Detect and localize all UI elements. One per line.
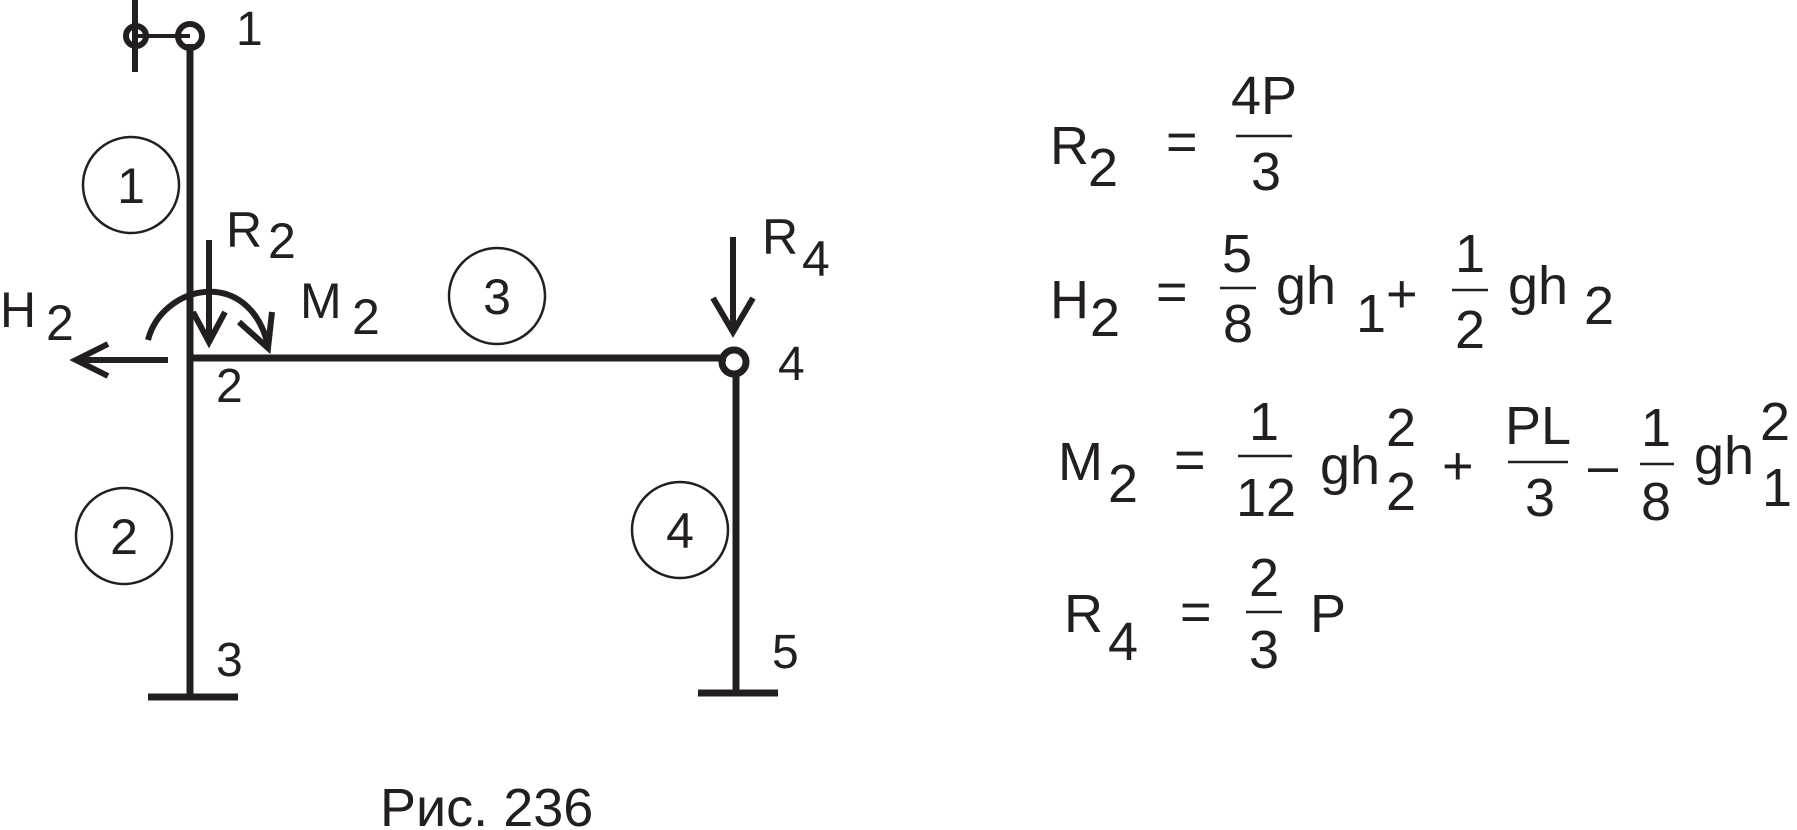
- formula-m2-f1-den: 12: [1236, 468, 1296, 528]
- formula-r4: R 4 = 2 3 P: [1064, 548, 1346, 680]
- member-label-3: 3: [483, 269, 511, 325]
- formula-r4-den: 3: [1249, 620, 1279, 680]
- formula-m2-f2-num: PL: [1505, 396, 1571, 456]
- formula-h2-lhs: H: [1050, 270, 1089, 330]
- formula-m2-f1-num: 1: [1249, 392, 1279, 452]
- formula-h2-f1-den: 8: [1223, 294, 1253, 354]
- node-label-4: 4: [778, 338, 805, 391]
- formula-r2-eq: =: [1166, 112, 1198, 172]
- force-arrow-r4: [710, 237, 756, 338]
- formula-h2: H 2 = 5 8 gh 1 + 1 2 gh 2: [1050, 224, 1614, 360]
- formula-m2-f2-den: 3: [1525, 468, 1555, 528]
- formula-m2-f3-num: 1: [1641, 398, 1671, 458]
- load-label-r2: R 2: [226, 202, 296, 269]
- load-label-m2: M 2: [300, 273, 380, 345]
- force-arrow-h2: [69, 341, 168, 379]
- formula-h2-t2: gh: [1508, 256, 1568, 316]
- member-label-1: 1: [117, 158, 145, 214]
- formula-r2-lhs-sub: 2: [1088, 138, 1118, 198]
- formula-h2-t1-sub: 1: [1356, 284, 1386, 344]
- formula-h2-plus: +: [1386, 264, 1418, 324]
- formula-h2-t1: gh: [1276, 256, 1336, 316]
- formula-h2-f2-num: 1: [1455, 224, 1485, 284]
- node-label-3: 3: [216, 634, 243, 687]
- formula-h2-eq: =: [1156, 262, 1188, 322]
- formula-r4-tail: P: [1310, 584, 1346, 644]
- member-marker-3: 3: [447, 246, 547, 346]
- svg-text:2: 2: [46, 295, 74, 351]
- formula-r4-eq: =: [1180, 582, 1212, 642]
- formula-r4-lhs-sub: 4: [1108, 612, 1138, 672]
- formula-m2-lhs: M: [1058, 432, 1103, 492]
- formula-r2-num: 4P: [1231, 66, 1297, 126]
- load-label-h2: H 2: [0, 282, 74, 351]
- frame-scheme: 1 2 3 4 1 2 3 4 5 R 2: [0, 0, 830, 701]
- formula-r4-num: 2: [1249, 548, 1279, 608]
- hinge-node-4: [718, 346, 750, 378]
- svg-text:R: R: [226, 202, 262, 258]
- load-label-r4: R 4: [762, 209, 830, 287]
- svg-text:4: 4: [802, 231, 830, 287]
- formula-m2-t1: gh: [1320, 436, 1380, 496]
- figure-caption: Рис. 236: [380, 778, 593, 830]
- formula-h2-f2-den: 2: [1455, 300, 1485, 360]
- formula-h2-t2-sub: 2: [1584, 276, 1614, 336]
- formula-r2-den: 3: [1251, 142, 1281, 202]
- formula-m2-t1-sup: 2: [1386, 398, 1416, 458]
- svg-text:R: R: [762, 209, 798, 265]
- member-marker-1: 1: [81, 135, 181, 235]
- formula-m2: M 2 = 1 12 gh 2 2 + PL 3 – 1 8 gh 2 1: [1058, 392, 1792, 532]
- member-label-4: 4: [666, 503, 694, 559]
- formula-m2-t1-sub: 2: [1386, 462, 1416, 522]
- member-marker-4: 4: [630, 480, 730, 580]
- formula-m2-t3-sup: 2: [1760, 392, 1790, 452]
- formula-m2-f3-den: 8: [1641, 472, 1671, 532]
- formula-m2-plus: +: [1442, 436, 1474, 496]
- formula-m2-eq: =: [1174, 430, 1206, 490]
- formula-r2-lhs: R: [1050, 116, 1089, 176]
- formula-h2-lhs-sub: 2: [1090, 288, 1120, 348]
- svg-text:2: 2: [268, 213, 296, 269]
- svg-text:M: M: [300, 273, 342, 329]
- formula-h2-f1-num: 5: [1222, 224, 1252, 284]
- svg-text:2: 2: [352, 289, 380, 345]
- formula-m2-t3: gh: [1694, 426, 1754, 486]
- roller-support-1: [123, 0, 205, 72]
- node-label-5: 5: [772, 626, 799, 679]
- node-label-2: 2: [216, 360, 243, 413]
- svg-text:H: H: [0, 282, 36, 338]
- member-marker-2: 2: [74, 486, 174, 586]
- formula-m2-minus: –: [1588, 436, 1618, 496]
- formulas: R 2 = 4P 3 H 2 = 5 8 gh 1 + 1 2 gh 2 M: [1050, 66, 1792, 680]
- member-label-2: 2: [110, 509, 138, 565]
- formula-r4-lhs: R: [1064, 584, 1103, 644]
- formula-r2: R 2 = 4P 3: [1050, 66, 1297, 202]
- moment-arrow-m2: [145, 288, 275, 355]
- formula-m2-t3-sub: 1: [1762, 458, 1792, 518]
- formula-m2-lhs-sub: 2: [1108, 454, 1138, 514]
- node-label-1: 1: [236, 3, 263, 56]
